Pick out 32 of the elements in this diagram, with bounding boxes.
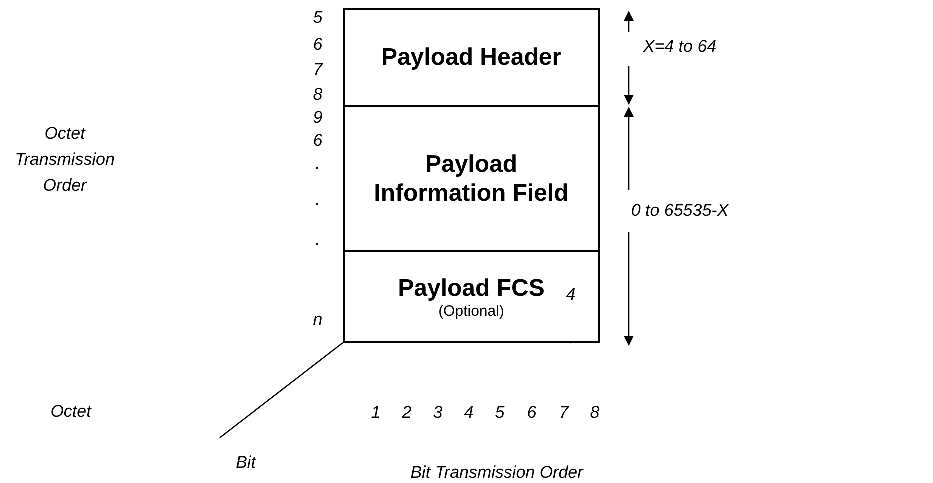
bit-number: 1 — [371, 403, 381, 423]
field-name: Payload FCS — [398, 274, 545, 302]
octet-number: 9 — [313, 108, 323, 128]
octet-number: 5 — [313, 8, 323, 28]
octet-number: . — [316, 154, 320, 174]
octet-number: 6 — [313, 131, 323, 151]
octet-number: n — [313, 310, 323, 330]
dimension-label: 4 — [566, 285, 576, 305]
field-box — [343, 8, 600, 107]
octet-number: . — [316, 230, 320, 250]
bit-number: 3 — [433, 403, 443, 423]
octet-number: 6 — [313, 35, 323, 55]
octet-number: 8 — [313, 85, 323, 105]
field-name: Payload Header — [381, 43, 562, 72]
field-name: Payload Information Field — [373, 150, 570, 208]
bit-number: 4 — [464, 403, 474, 423]
bit-number: 6 — [527, 403, 537, 423]
axis-title: Octet Transmission Order — [14, 123, 116, 197]
axis-title: Octet — [50, 402, 92, 422]
octet-number: . — [316, 190, 320, 210]
bit-number: 2 — [402, 403, 412, 423]
bit-number: 5 — [495, 403, 505, 423]
dimension-label: 0 to 65535-X — [631, 201, 729, 221]
field-box — [343, 105, 600, 252]
bit-number: 8 — [590, 403, 600, 423]
axis-title: Bit — [236, 453, 256, 473]
axis-title: Bit Transmission Order — [410, 463, 584, 483]
octet-number: 7 — [313, 60, 323, 80]
field-note: (Optional) — [438, 302, 504, 320]
bit-number: 7 — [559, 403, 569, 423]
dimension-label: X=4 to 64 — [643, 37, 717, 57]
field-box — [343, 250, 600, 343]
